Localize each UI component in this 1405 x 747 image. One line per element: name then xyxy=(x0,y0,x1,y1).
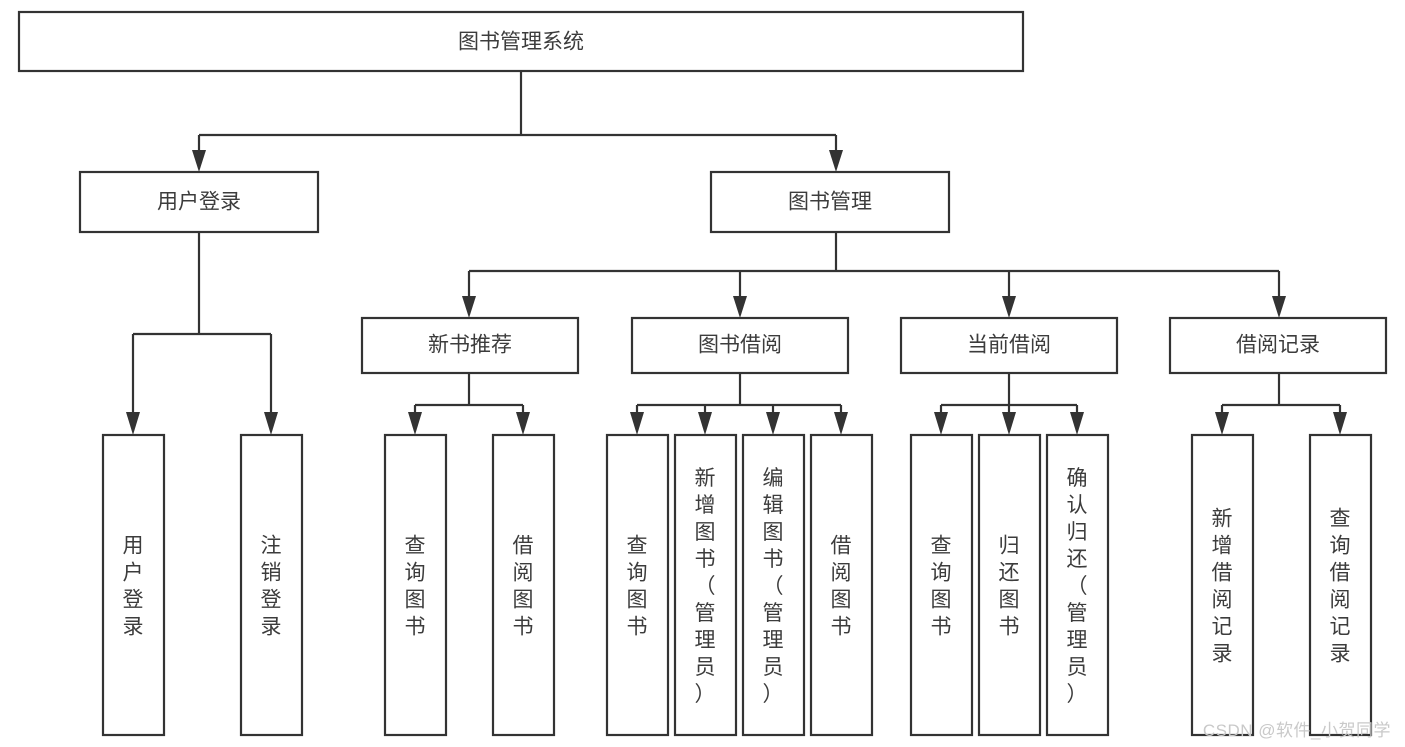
arrow-head-borrow-record xyxy=(1272,296,1286,318)
leaf-query-book-2-label: 查询图书 xyxy=(627,535,648,639)
arrow-head-l-logout xyxy=(264,412,278,435)
leaf-query-book-2[interactable]: 查询图书 xyxy=(605,433,670,737)
node-user-login-box[interactable] xyxy=(78,170,320,234)
node-borrow-record-label: 借阅记录 xyxy=(1236,334,1320,357)
node-new-book-rec-box[interactable] xyxy=(360,316,580,375)
leaf-return-book[interactable]: 归还图书 xyxy=(977,433,1042,737)
leaf-borrow-book-1[interactable]: 借阅图书 xyxy=(491,433,556,737)
leaf-user-login[interactable]: 用户登录 xyxy=(101,433,166,737)
leaf-confirm-return-box[interactable] xyxy=(1045,433,1110,737)
leaf-logout[interactable]: 注销登录 xyxy=(239,433,304,737)
leaf-add-record-label: 新增借阅记录 xyxy=(1212,508,1233,666)
node-book-manage-label: 图书管理 xyxy=(788,191,872,214)
node-root[interactable]: 图书管理系统 xyxy=(17,10,1025,73)
leaf-user-login-label: 用户登录 xyxy=(123,535,144,639)
arrow-head-l-user-login xyxy=(126,412,140,435)
leaf-query-book-3-box[interactable] xyxy=(909,433,974,737)
arrow-head-query-book-3 xyxy=(934,412,948,435)
leaf-borrow-book-1-label: 借阅图书 xyxy=(513,535,534,639)
node-new-book-rec[interactable]: 新书推荐 xyxy=(360,316,580,375)
leaf-edit-book[interactable]: 编辑图书（管理员） xyxy=(741,433,806,737)
leaf-edit-book-box[interactable] xyxy=(741,433,806,737)
connector-layer xyxy=(126,71,1347,435)
arrow-head-confirm-return xyxy=(1070,412,1084,435)
leaf-query-record-label: 查询借阅记录 xyxy=(1330,508,1351,666)
arrow-head-new-book-rec xyxy=(462,296,476,318)
leaf-borrow-book-1-box[interactable] xyxy=(491,433,556,737)
leaf-logout-label: 注销登录 xyxy=(261,535,282,639)
node-user-login-label: 用户登录 xyxy=(157,191,241,214)
leaf-confirm-return-label: 确认归还（管理员） xyxy=(1067,467,1088,706)
node-borrow-record-box[interactable] xyxy=(1168,316,1388,375)
node-borrow-record[interactable]: 借阅记录 xyxy=(1168,316,1388,375)
leaf-query-book-1-box[interactable] xyxy=(383,433,448,737)
arrow-head-book-borrow xyxy=(733,296,747,318)
node-current-borrow-box[interactable] xyxy=(899,316,1119,375)
leaf-query-book-2-box[interactable] xyxy=(605,433,670,737)
leaf-edit-book-label: 编辑图书（管理员） xyxy=(763,467,784,706)
node-new-book-rec-label: 新书推荐 xyxy=(428,334,512,357)
leaf-query-book-3-label: 查询图书 xyxy=(931,535,952,639)
leaf-logout-box[interactable] xyxy=(239,433,304,737)
leaf-query-book-1-label: 查询图书 xyxy=(405,535,426,639)
leaf-add-record-box[interactable] xyxy=(1190,433,1255,737)
arrow-head-add-book xyxy=(698,412,712,435)
node-book-manage-box[interactable] xyxy=(709,170,951,234)
arrow-head-edit-book xyxy=(766,412,780,435)
arrow-head-user-login xyxy=(192,150,206,172)
csdn-watermark: CSDN @软件_小贺同学 xyxy=(1202,721,1391,740)
leaf-confirm-return[interactable]: 确认归还（管理员） xyxy=(1045,433,1110,737)
leaf-query-book-3[interactable]: 查询图书 xyxy=(909,433,974,737)
arrow-head-return-book xyxy=(1002,412,1016,435)
node-current-borrow[interactable]: 当前借阅 xyxy=(899,316,1119,375)
node-book-borrow-label: 图书借阅 xyxy=(698,334,782,357)
leaf-borrow-book-2-box[interactable] xyxy=(809,433,874,737)
arrow-head-query-record xyxy=(1333,412,1347,435)
leaf-borrow-book-2[interactable]: 借阅图书 xyxy=(809,433,874,737)
leaf-query-book-1[interactable]: 查询图书 xyxy=(383,433,448,737)
node-book-borrow-box[interactable] xyxy=(630,316,850,375)
leaf-add-book-box[interactable] xyxy=(673,433,738,737)
leaf-add-book[interactable]: 新增图书（管理员） xyxy=(673,433,738,737)
leaf-add-book-label: 新增图书（管理员） xyxy=(695,467,716,706)
arrow-head-add-record xyxy=(1215,412,1229,435)
leaf-return-book-box[interactable] xyxy=(977,433,1042,737)
node-root-box[interactable] xyxy=(17,10,1025,73)
leaf-add-record[interactable]: 新增借阅记录 xyxy=(1190,433,1255,737)
node-book-manage[interactable]: 图书管理 xyxy=(709,170,951,234)
leaf-borrow-book-2-label: 借阅图书 xyxy=(831,535,852,639)
leaf-query-record-box[interactable] xyxy=(1308,433,1373,737)
arrow-head-borrow-book-2 xyxy=(834,412,848,435)
leaf-user-login-box[interactable] xyxy=(101,433,166,737)
node-root-label: 图书管理系统 xyxy=(458,31,584,54)
arrow-head-borrow-book-1 xyxy=(516,412,530,435)
leaf-query-record[interactable]: 查询借阅记录 xyxy=(1308,433,1373,737)
arrow-head-query-book-2 xyxy=(630,412,644,435)
leaf-return-book-label: 归还图书 xyxy=(999,535,1020,639)
arrow-head-current-borrow xyxy=(1002,296,1016,318)
node-book-borrow[interactable]: 图书借阅 xyxy=(630,316,850,375)
node-current-borrow-label: 当前借阅 xyxy=(967,334,1051,357)
node-user-login[interactable]: 用户登录 xyxy=(78,170,320,234)
arrow-head-book-manage xyxy=(829,150,843,172)
arrow-head-query-book-1 xyxy=(408,412,422,435)
